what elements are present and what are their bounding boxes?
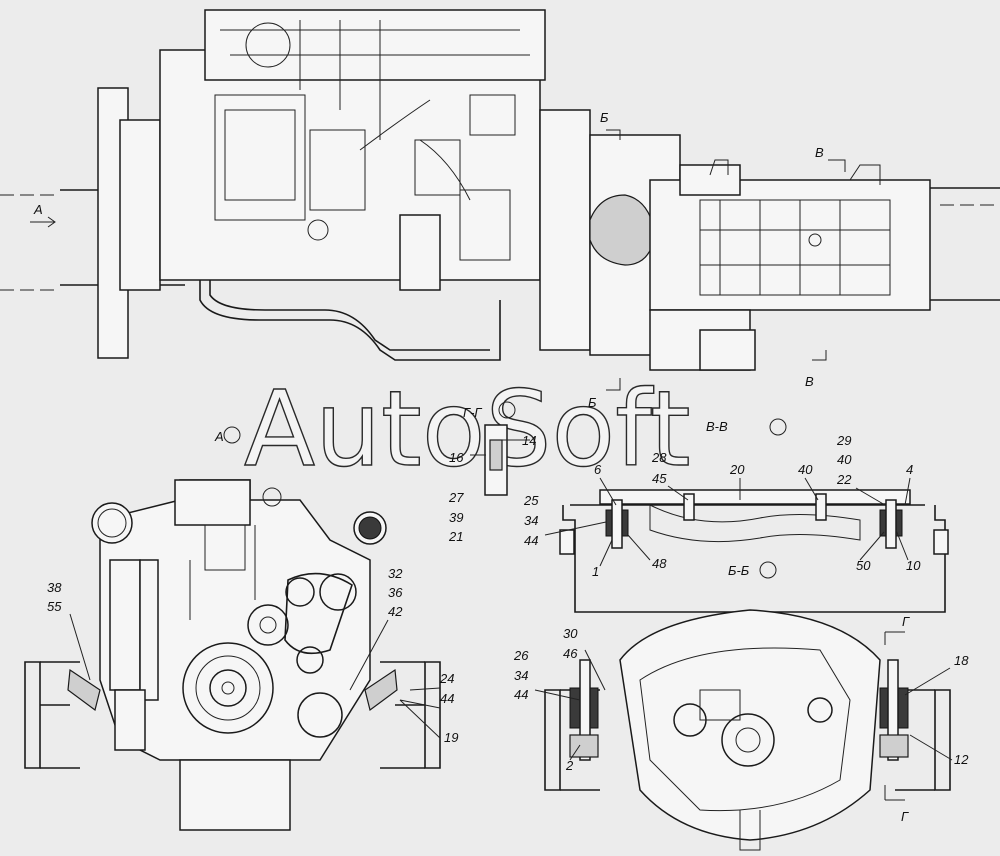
section-label-b-bottom: Б [588, 395, 597, 410]
leader-lines [69, 477, 953, 761]
section-label-b-top: Б [600, 110, 609, 125]
callout-26: 26 [513, 648, 529, 663]
callout-50: 50 [856, 558, 871, 573]
callout-48: 48 [652, 556, 667, 571]
callout-29: 29 [836, 433, 851, 448]
callout-44b: 44 [440, 691, 454, 706]
callout-55: 55 [47, 599, 62, 614]
callout-20: 20 [729, 462, 745, 477]
section-label-a-view: A [214, 429, 224, 444]
callout-21: 21 [448, 529, 463, 544]
front-view-engine [24, 479, 441, 831]
callout-28: 28 [651, 450, 667, 465]
section-view-v-v [559, 489, 949, 613]
section-letters: A A Б Б Б-Б В В В-В Г-Г Г Г [33, 110, 910, 824]
callout-14: 14 [522, 433, 536, 448]
callout-34b: 34 [514, 668, 528, 683]
callout-38: 38 [47, 580, 62, 595]
callout-34a: 34 [524, 513, 538, 528]
callout-16: 16 [449, 450, 464, 465]
callout-39: 39 [449, 510, 463, 525]
callout-18: 18 [954, 653, 969, 668]
callout-10: 10 [906, 558, 921, 573]
detail-view-g-g [223, 401, 787, 579]
callout-1: 1 [592, 564, 599, 579]
section-label-v-top: В [815, 145, 824, 160]
callout-36: 36 [388, 585, 403, 600]
callout-44c: 44 [514, 687, 528, 702]
section-label-vv-view: В-В [706, 419, 728, 434]
callout-6: 6 [594, 462, 602, 477]
callout-2: 2 [565, 758, 574, 773]
callout-40b: 40 [798, 462, 813, 477]
callout-30: 30 [563, 626, 578, 641]
section-label-v-bottom: В [805, 374, 814, 389]
section-label-a-arrow: A [33, 202, 43, 217]
callout-25: 25 [523, 493, 539, 508]
callout-45: 45 [652, 471, 667, 486]
side-view-engine-gearbox [0, 9, 1000, 391]
section-label-bb-view: Б-Б [728, 563, 750, 578]
callout-19: 19 [444, 730, 458, 745]
callout-32: 32 [388, 566, 403, 581]
callout-4: 4 [906, 462, 913, 477]
callout-24: 24 [439, 671, 454, 686]
callout-12: 12 [954, 752, 969, 767]
callout-22: 22 [836, 472, 852, 487]
rear-view-gearbox [544, 609, 951, 851]
callout-40a: 40 [837, 452, 852, 467]
callout-27: 27 [448, 490, 464, 505]
watermark-text: AutoSoft [244, 368, 691, 490]
section-label-g-top: Г [902, 614, 910, 629]
section-label-gg-view: Г-Г [463, 405, 482, 420]
callout-42: 42 [388, 604, 403, 619]
section-label-g-bottom: Г [901, 809, 909, 824]
callout-numbers: 14 16 27 39 21 29 40 22 4 28 45 20 40 6 … [47, 433, 969, 773]
callout-46: 46 [563, 646, 578, 661]
callout-44a: 44 [524, 533, 538, 548]
